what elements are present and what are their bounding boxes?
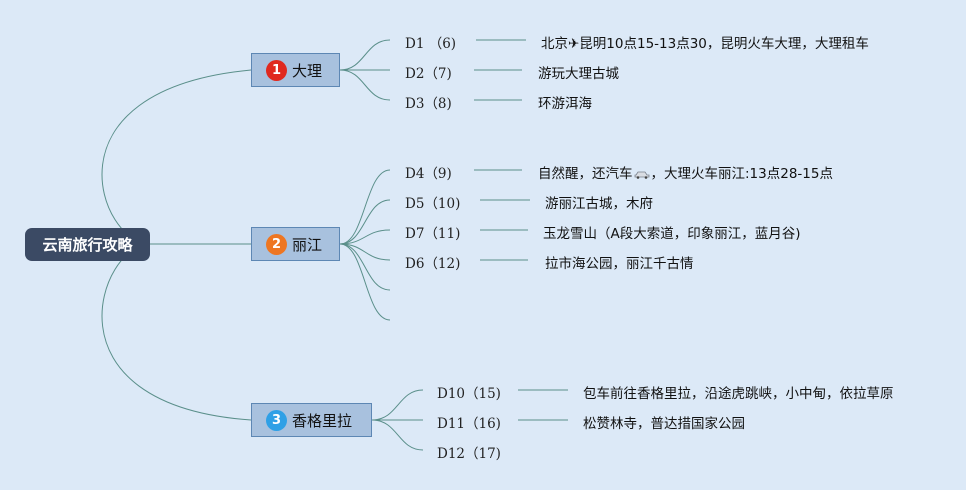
root-topic[interactable]: 云南旅行攻略 — [25, 228, 150, 261]
desc-d4[interactable]: 自然醒，还汽车 ，大理火车丽江:13点28-15点 — [538, 162, 833, 182]
dali-link-1 — [339, 39, 391, 71]
desc-d10[interactable]: 包车前往香格里拉，沿途虎跳峡，小中甸，依拉草原 — [583, 386, 894, 402]
desc-d7[interactable]: 玉龙雪山（A段大索道，印象丽江，蓝月谷) — [543, 226, 801, 242]
lijiang-link-6 — [339, 243, 391, 321]
lijiang-link-1 — [339, 169, 391, 245]
day-d10[interactable]: D10（15) — [437, 386, 501, 402]
day-d5[interactable]: D5（10) — [405, 196, 461, 212]
day-d7[interactable]: D7（11) — [405, 226, 461, 242]
desc-d2[interactable]: 游玩大理古城 — [538, 66, 619, 82]
desc-d4-part1: 自然醒，还汽车 — [538, 166, 633, 182]
dali-link-3 — [339, 69, 391, 101]
desc-d1[interactable]: 北京✈昆明10点15-13点30，昆明火车大理，大理租车 — [541, 36, 869, 52]
root-to-shangrila-link — [101, 243, 252, 421]
branch-shangrila-label: 香格里拉 — [292, 411, 353, 430]
branch-dali-label: 大理 — [292, 61, 323, 80]
root-topic-label: 云南旅行攻略 — [42, 236, 133, 254]
day-d1[interactable]: D1 （6) — [405, 36, 457, 52]
car-icon — [634, 171, 649, 179]
branch-lijiang[interactable]: 2 丽江 — [251, 227, 340, 261]
desc-d11[interactable]: 松赞林寺，普达措国家公园 — [583, 416, 745, 432]
branch-shangrila[interactable]: 3 香格里拉 — [251, 403, 372, 437]
lijiang-link-2 — [339, 199, 391, 245]
lijiang-link-4 — [339, 243, 391, 261]
day-d4[interactable]: D4（9) — [405, 166, 452, 182]
day-d2[interactable]: D2（7) — [405, 66, 452, 82]
day-d6[interactable]: D6（12) — [405, 256, 461, 272]
lijiang-link-3 — [339, 229, 391, 245]
priority-3-badge-icon: 3 — [266, 409, 287, 431]
lijiang-link-5 — [339, 243, 391, 291]
branch-dali[interactable]: 1 大理 — [251, 53, 340, 87]
day-d12[interactable]: D12（17) — [437, 446, 501, 462]
shangrila-link-1 — [371, 389, 424, 421]
branch-lijiang-label: 丽江 — [292, 235, 323, 254]
desc-d4-part2: ，大理火车丽江:13点28-15点 — [650, 166, 833, 182]
day-d3[interactable]: D3（8) — [405, 96, 452, 112]
priority-1-badge-icon: 1 — [266, 59, 287, 81]
desc-d3[interactable]: 环游洱海 — [538, 96, 592, 112]
day-d11[interactable]: D11（16) — [437, 416, 501, 432]
desc-d5[interactable]: 游丽江古城，木府 — [545, 196, 653, 212]
shangrila-link-3 — [371, 419, 424, 451]
priority-2-badge-icon: 2 — [266, 233, 287, 255]
desc-d6[interactable]: 拉市海公园，丽江千古情 — [545, 256, 694, 272]
root-to-dali-link — [101, 69, 252, 245]
